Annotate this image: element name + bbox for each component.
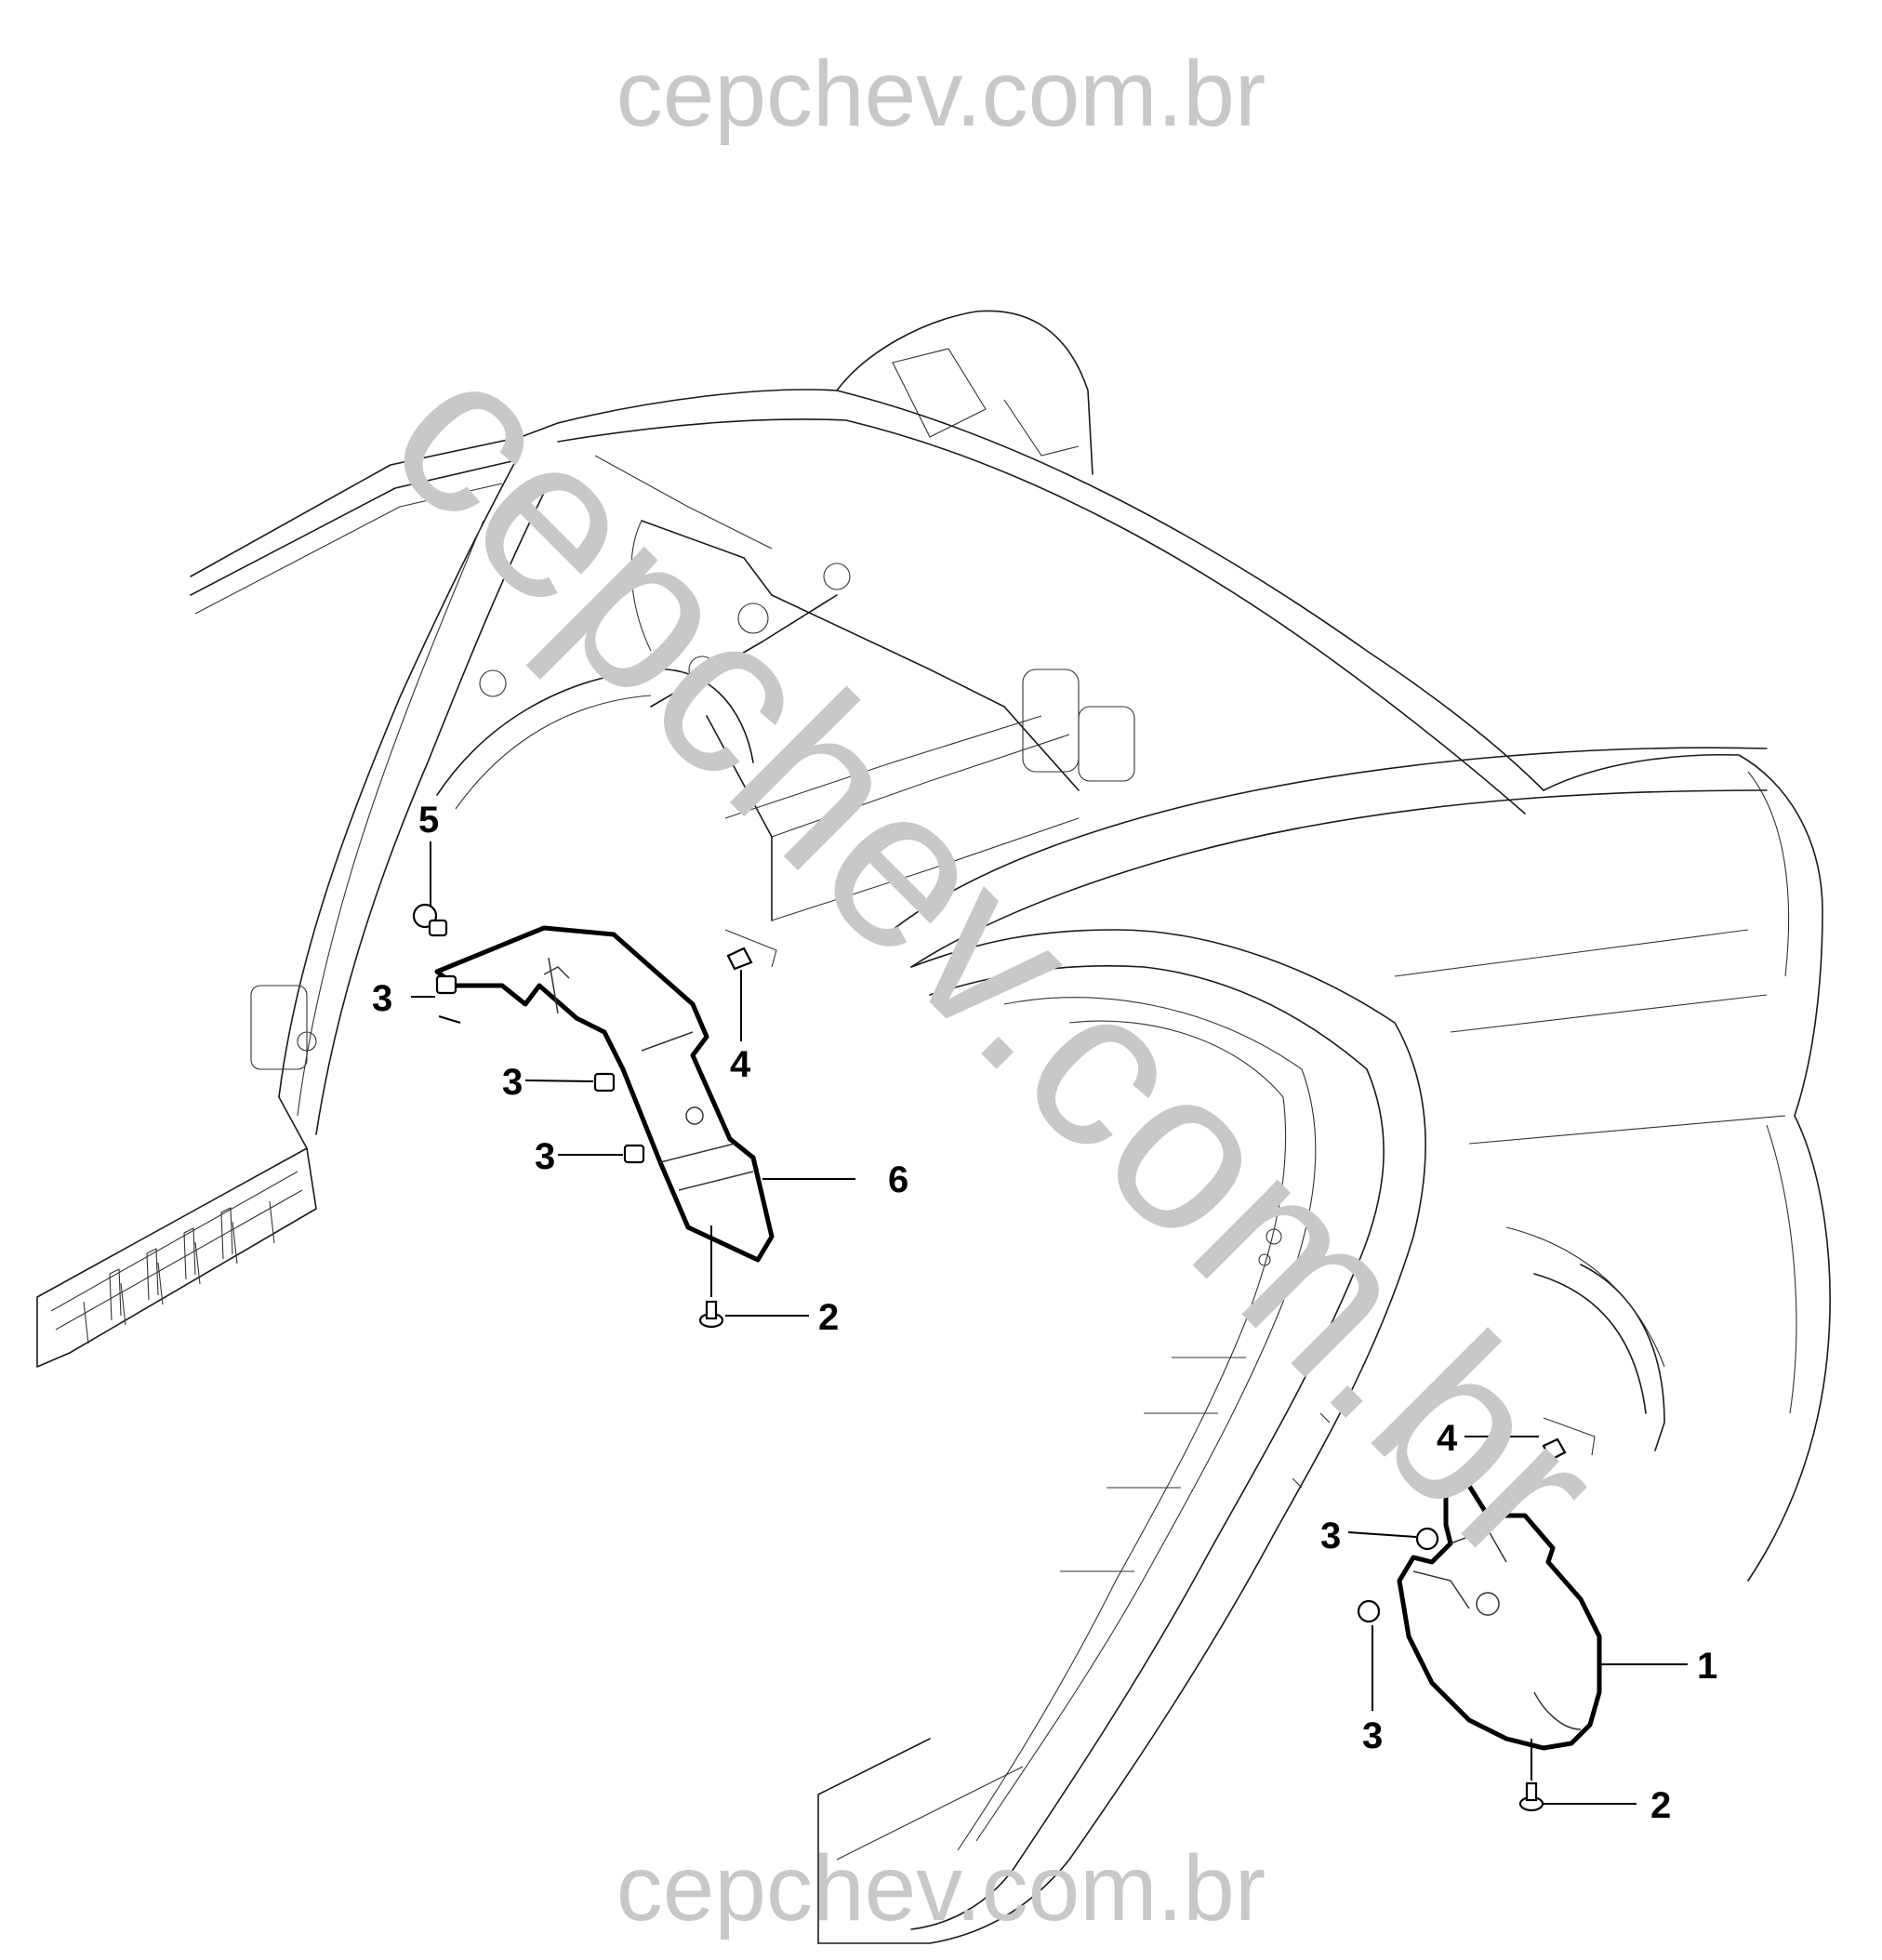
callout-5-left: 5 [418,800,439,841]
fastener-4-left [724,929,777,971]
leader-lines [411,841,1688,1805]
callout-2-right: 2 [1650,1785,1671,1826]
fasteners [412,903,1596,1812]
vehicle-body-outline [36,310,1831,1944]
fastener-3-left-upper [435,974,457,995]
callout-labels: 5 3 3 3 4 6 2 4 3 3 1 2 [372,800,1717,1826]
callout-1-right: 1 [1697,1646,1717,1687]
callout-3-left-upper: 3 [372,978,392,1019]
fastener-4-right [1542,1417,1596,1462]
fastener-5-left [412,903,448,937]
callout-3-left-middle: 3 [502,1062,523,1103]
fastener-2-left [698,1300,724,1329]
watermark-bottom: cepchev.com.br [616,1836,1266,1940]
callout-3-left-lower: 3 [535,1136,555,1177]
callout-4-right: 4 [1437,1418,1458,1459]
fastener-3-right-lower [1357,1599,1381,1623]
fastener-3-left-lower [623,1144,645,1164]
fastener-2-right [1518,1781,1544,1812]
fastener-3-left-middle [593,1072,616,1093]
callout-4-left: 4 [730,1044,751,1085]
callout-2-left: 2 [818,1297,839,1338]
fastener-3-right-upper [1415,1527,1439,1551]
rear-wheelhouse-liner-left [434,925,775,1263]
watermark-top: cepchev.com.br [616,42,1266,146]
callout-6-left: 6 [888,1159,908,1200]
callout-3-right-upper: 3 [1320,1516,1341,1556]
rear-wheelhouse-liner-right [1397,1476,1602,1751]
callout-3-right-lower: 3 [1362,1715,1383,1756]
